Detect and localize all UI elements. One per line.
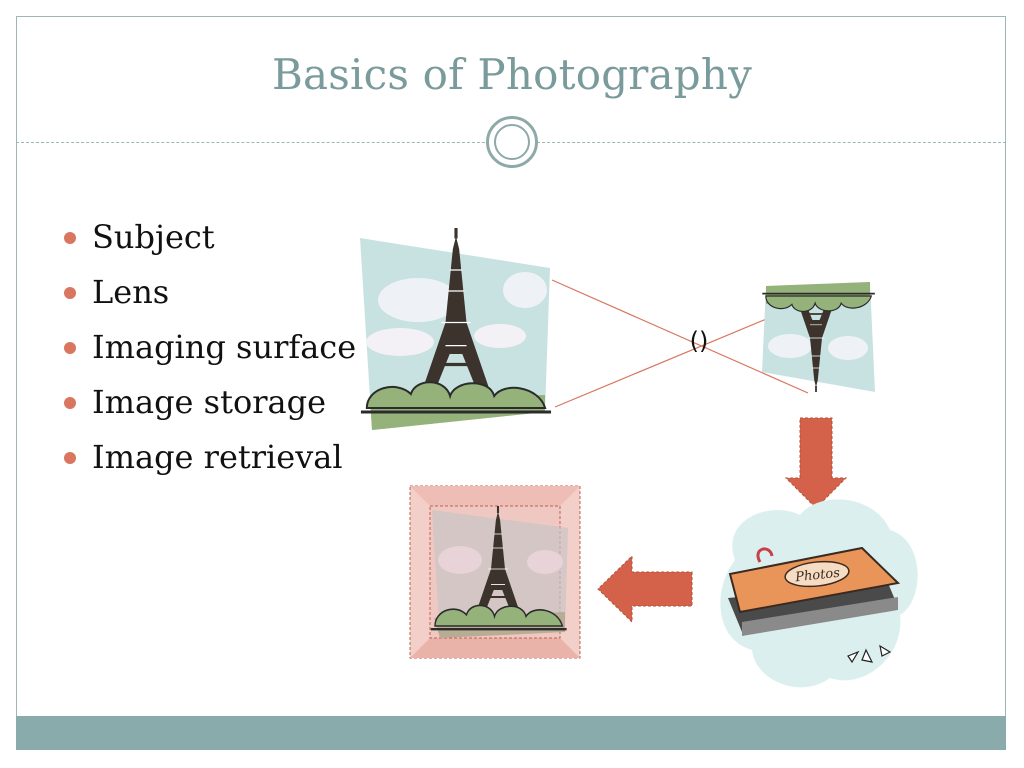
bullet-dot-icon — [64, 232, 76, 244]
arrow-left-icon — [597, 554, 693, 624]
inverted-image — [761, 282, 876, 393]
bullet-item: Image storage — [62, 375, 356, 430]
footer-bar — [16, 716, 1006, 750]
bullet-dot-icon — [64, 452, 76, 464]
bullet-dot-icon — [64, 397, 76, 409]
bullet-item: Image retrieval — [62, 430, 356, 485]
bullet-item: Subject — [62, 210, 356, 265]
lens-symbol: () — [690, 327, 709, 355]
album-label: Photos — [794, 566, 841, 586]
subject-image — [359, 226, 553, 430]
slide-title: Basics of Photography — [271, 50, 753, 99]
bullet-item: Lens — [62, 265, 356, 320]
photo-album-image: Photos — [720, 499, 918, 688]
bullet-dot-icon — [64, 287, 76, 299]
bullet-list: Subject Lens Imaging surface Image stora… — [62, 210, 356, 485]
divider-ring-ornament — [486, 116, 538, 168]
bullet-dot-icon — [64, 342, 76, 354]
retrieved-image-frame — [409, 485, 581, 659]
arrow-down-icon — [784, 417, 848, 509]
bullet-item: Imaging surface — [62, 320, 356, 375]
